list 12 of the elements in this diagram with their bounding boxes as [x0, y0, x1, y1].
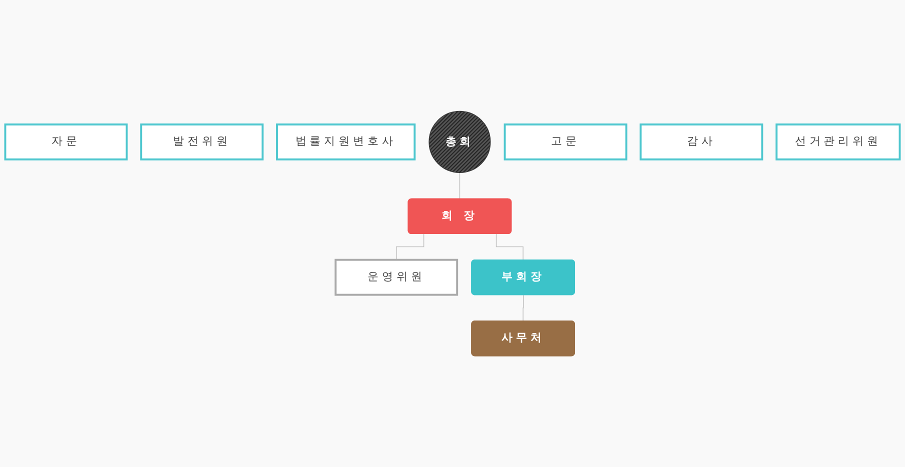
node-circle: 총회 — [428, 110, 491, 173]
node-box: 법률지원변호사 — [276, 123, 416, 160]
node-box: 감사 — [640, 123, 764, 160]
node-box: 자문 — [4, 123, 128, 160]
node-box: 고문 — [504, 123, 628, 160]
node-box: 발전위원 — [140, 123, 264, 160]
connector — [459, 172, 460, 200]
node-box: 운영위원 — [334, 258, 458, 296]
connector — [522, 294, 524, 322]
connector — [396, 234, 424, 260]
connector — [496, 234, 524, 261]
node-box: 선거관리위원 — [776, 123, 901, 160]
